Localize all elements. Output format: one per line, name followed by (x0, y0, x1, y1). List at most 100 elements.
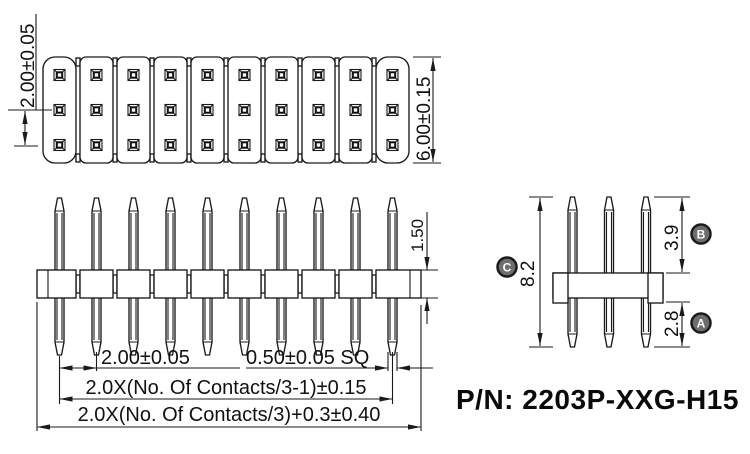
pin-shoulder-lines (568, 209, 577, 335)
pin-symbol (201, 103, 214, 117)
pin-square-inner (314, 106, 323, 114)
pin-square-inner (277, 141, 286, 149)
pin-square-inner (203, 71, 212, 79)
pin-square-inner (351, 71, 360, 79)
base-bar (552, 272, 664, 299)
pin-symbol (386, 103, 399, 117)
top-view: 2.00±0.05 6.00±0.15 (8, 14, 441, 164)
pin-shoulder-lines (314, 210, 323, 343)
pin-square-inner (351, 141, 360, 149)
pin-square-inner (314, 71, 323, 79)
pin-symbol (53, 138, 66, 152)
base-block (116, 269, 151, 299)
pin-symbol (275, 138, 288, 152)
pin-symbol (164, 103, 177, 117)
pin-symbol (164, 138, 177, 152)
pin-shoulder-lines (277, 210, 286, 343)
balloon-b-circle (690, 223, 712, 245)
pin-square-inner (129, 106, 138, 114)
top-view-body-segments (42, 56, 410, 164)
base-block (264, 269, 299, 299)
pin-square-inner (277, 71, 286, 79)
pin-square-inner (92, 106, 101, 114)
pin-square-inner (351, 106, 360, 114)
pin-shoulder-lines (55, 210, 64, 343)
pin-shoulder-lines (388, 210, 397, 343)
pin-square-inner (129, 141, 138, 149)
pin-shoulder-lines (604, 209, 614, 335)
front-pin-span-dim: 2.0X(No. Of Contacts/3-1)±0.15 (85, 377, 366, 399)
front-view: 1.50 2.00±0.05 0.50±0.05 SQ 2.0X(No. Of … (36, 197, 438, 431)
pin-shoulder-lines (92, 210, 101, 343)
dim-extension-ticks (413, 56, 441, 164)
base-block (79, 269, 114, 299)
pin-symbol (127, 68, 140, 82)
base-block (36, 269, 77, 299)
pin-square-inner (388, 106, 397, 114)
side-pin (640, 196, 652, 348)
pin-square-inner (55, 106, 64, 114)
pin-symbol (275, 103, 288, 117)
pin-inner-lines (569, 212, 576, 332)
side-pin (567, 196, 578, 348)
part-number-text: P/N: 2203P-XXG-H15 (456, 384, 739, 415)
pin-symbol (386, 138, 399, 152)
pin-symbol (201, 138, 214, 152)
balloon-c-circle (496, 256, 518, 278)
base-end-cap-lines (47, 270, 411, 298)
pin-square-inner (240, 71, 249, 79)
pin-symbol (53, 68, 66, 82)
front-view-body (36, 269, 422, 299)
front-pin-pitch-dim: 2.00±0.05 (101, 347, 190, 369)
balloon-a-circle (690, 312, 712, 334)
pin-square-inner (166, 141, 175, 149)
pin-symbol (164, 68, 177, 82)
base-block (227, 269, 262, 299)
pin-square-inner (92, 71, 101, 79)
pin-shoulder-lines (240, 210, 249, 343)
dim-extension-ticks (654, 301, 690, 348)
pin-square-inner (166, 106, 175, 114)
dim-extension-ticks (529, 196, 553, 348)
front-pin-square-dim: 0.50±0.05 SQ (246, 347, 369, 369)
pin-square-inner (388, 141, 397, 149)
pin-shoulder-lines (203, 210, 212, 343)
base-block (190, 269, 225, 299)
pin-symbol (349, 68, 362, 82)
pin-symbol (349, 103, 362, 117)
pin-square-inner (129, 71, 138, 79)
pin-symbol (238, 103, 251, 117)
pin-inner-lines (642, 212, 650, 332)
pin-symbol (90, 103, 103, 117)
balloon-a-label: A (697, 317, 706, 331)
base-block (338, 269, 373, 299)
pin-square-inner (203, 106, 212, 114)
base-end-cap (552, 272, 569, 304)
side-view-pins (567, 196, 652, 348)
base-block (375, 269, 422, 299)
pin-symbol (90, 138, 103, 152)
pin-symbol (312, 138, 325, 152)
side-pin (603, 196, 615, 348)
pin-symbol (53, 103, 66, 117)
pin-square-inner (55, 141, 64, 149)
balloon-c-label: C (503, 261, 512, 275)
front-view-dimensions: 1.50 2.00±0.05 0.50±0.05 SQ 2.0X(No. Of … (36, 212, 438, 431)
pin-square-inner (203, 141, 212, 149)
pin-shoulder-lines (166, 210, 175, 343)
pin-shoulder-lines (351, 210, 360, 343)
pin-symbol (127, 138, 140, 152)
side-view-body (552, 272, 664, 304)
pin-shoulder-lines (641, 209, 651, 335)
pin-square-inner (277, 106, 286, 114)
pin-symbol (90, 68, 103, 82)
base-block (153, 269, 188, 299)
pin-square-inner (314, 141, 323, 149)
side-view: 8.2 C 3.9 B 2.8 A (496, 196, 712, 348)
pin-symbol (238, 138, 251, 152)
top-view-body-width-dim: 6.00±0.15 (414, 77, 435, 161)
balloon-b-label: B (697, 228, 706, 242)
pin-symbol (238, 68, 251, 82)
pin-square-inner (240, 106, 249, 114)
